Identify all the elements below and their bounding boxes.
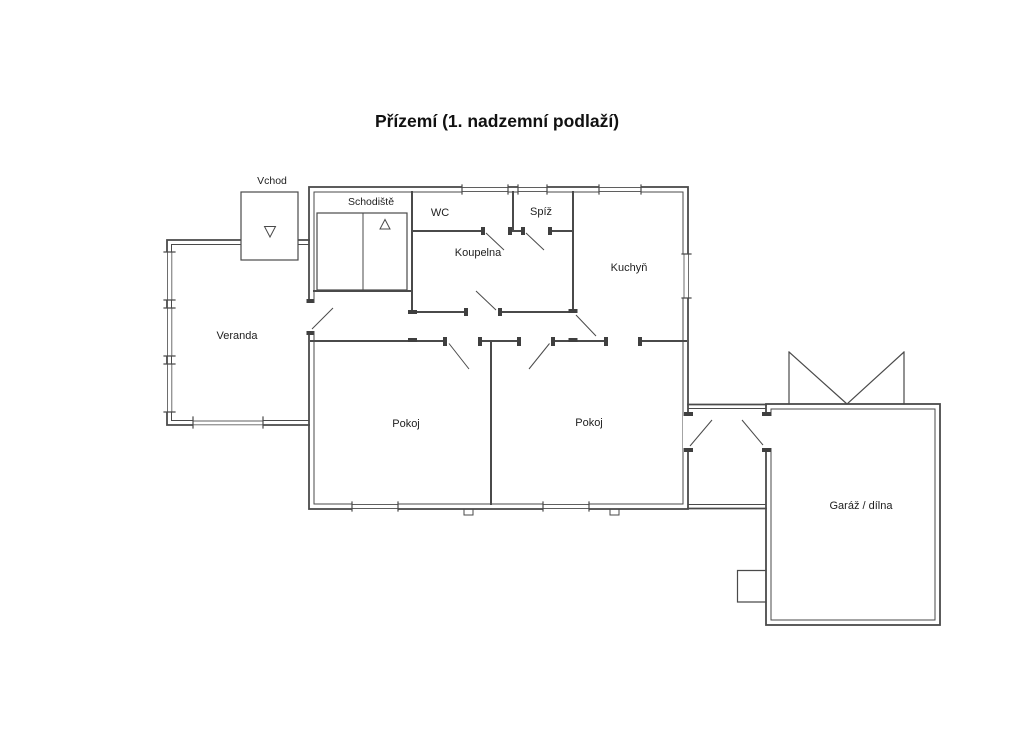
room-label-spiz: Spíž xyxy=(530,206,552,218)
garage-exterior-walls xyxy=(736,403,941,626)
door-leaf-koupelna xyxy=(475,290,497,311)
stairs-up-arrow-icon xyxy=(379,218,391,230)
stairs-down-arrow-icon xyxy=(263,226,277,239)
door-leaf-pokoj-left xyxy=(448,343,470,370)
door-leaf-spiz xyxy=(525,232,545,251)
door-openings xyxy=(304,226,773,452)
door-leaf-wc xyxy=(485,232,505,251)
garage-pillar-nook xyxy=(736,569,767,603)
door-leaf-corridor xyxy=(689,419,713,447)
room-label-garaz-dilna: Garáž / dílna xyxy=(830,500,894,512)
door-leaf-garage xyxy=(741,419,764,446)
door-leaf-pokoj-right xyxy=(528,343,550,370)
room-label-schodiste: Schodiště xyxy=(348,196,394,208)
room-label-veranda: Veranda xyxy=(217,330,259,342)
room-label-pokoj-left: Pokoj xyxy=(392,418,420,430)
wall-stub xyxy=(463,508,474,516)
entrance-stairs xyxy=(240,191,299,261)
door-leaf-veranda xyxy=(311,307,334,330)
room-label-vchod: Vchod xyxy=(257,175,287,187)
door-leaf-kuchyn xyxy=(575,314,597,337)
main-staircase xyxy=(316,212,408,291)
room-label-pokoj-right: Pokoj xyxy=(575,417,603,429)
room-labels: Vchod Schodiště WC Spíž Koupelna Kuchyň … xyxy=(217,175,894,512)
windows xyxy=(162,183,693,516)
room-label-kuchyn: Kuchyň xyxy=(611,262,648,274)
page-title: Přízemí (1. nadzemní podlaží) xyxy=(375,111,619,131)
garage-door-marking xyxy=(788,351,905,405)
corridor-walls xyxy=(687,403,767,510)
room-label-wc: WC xyxy=(431,207,449,219)
wall-stub xyxy=(609,508,620,516)
room-label-koupelna: Koupelna xyxy=(455,247,502,259)
